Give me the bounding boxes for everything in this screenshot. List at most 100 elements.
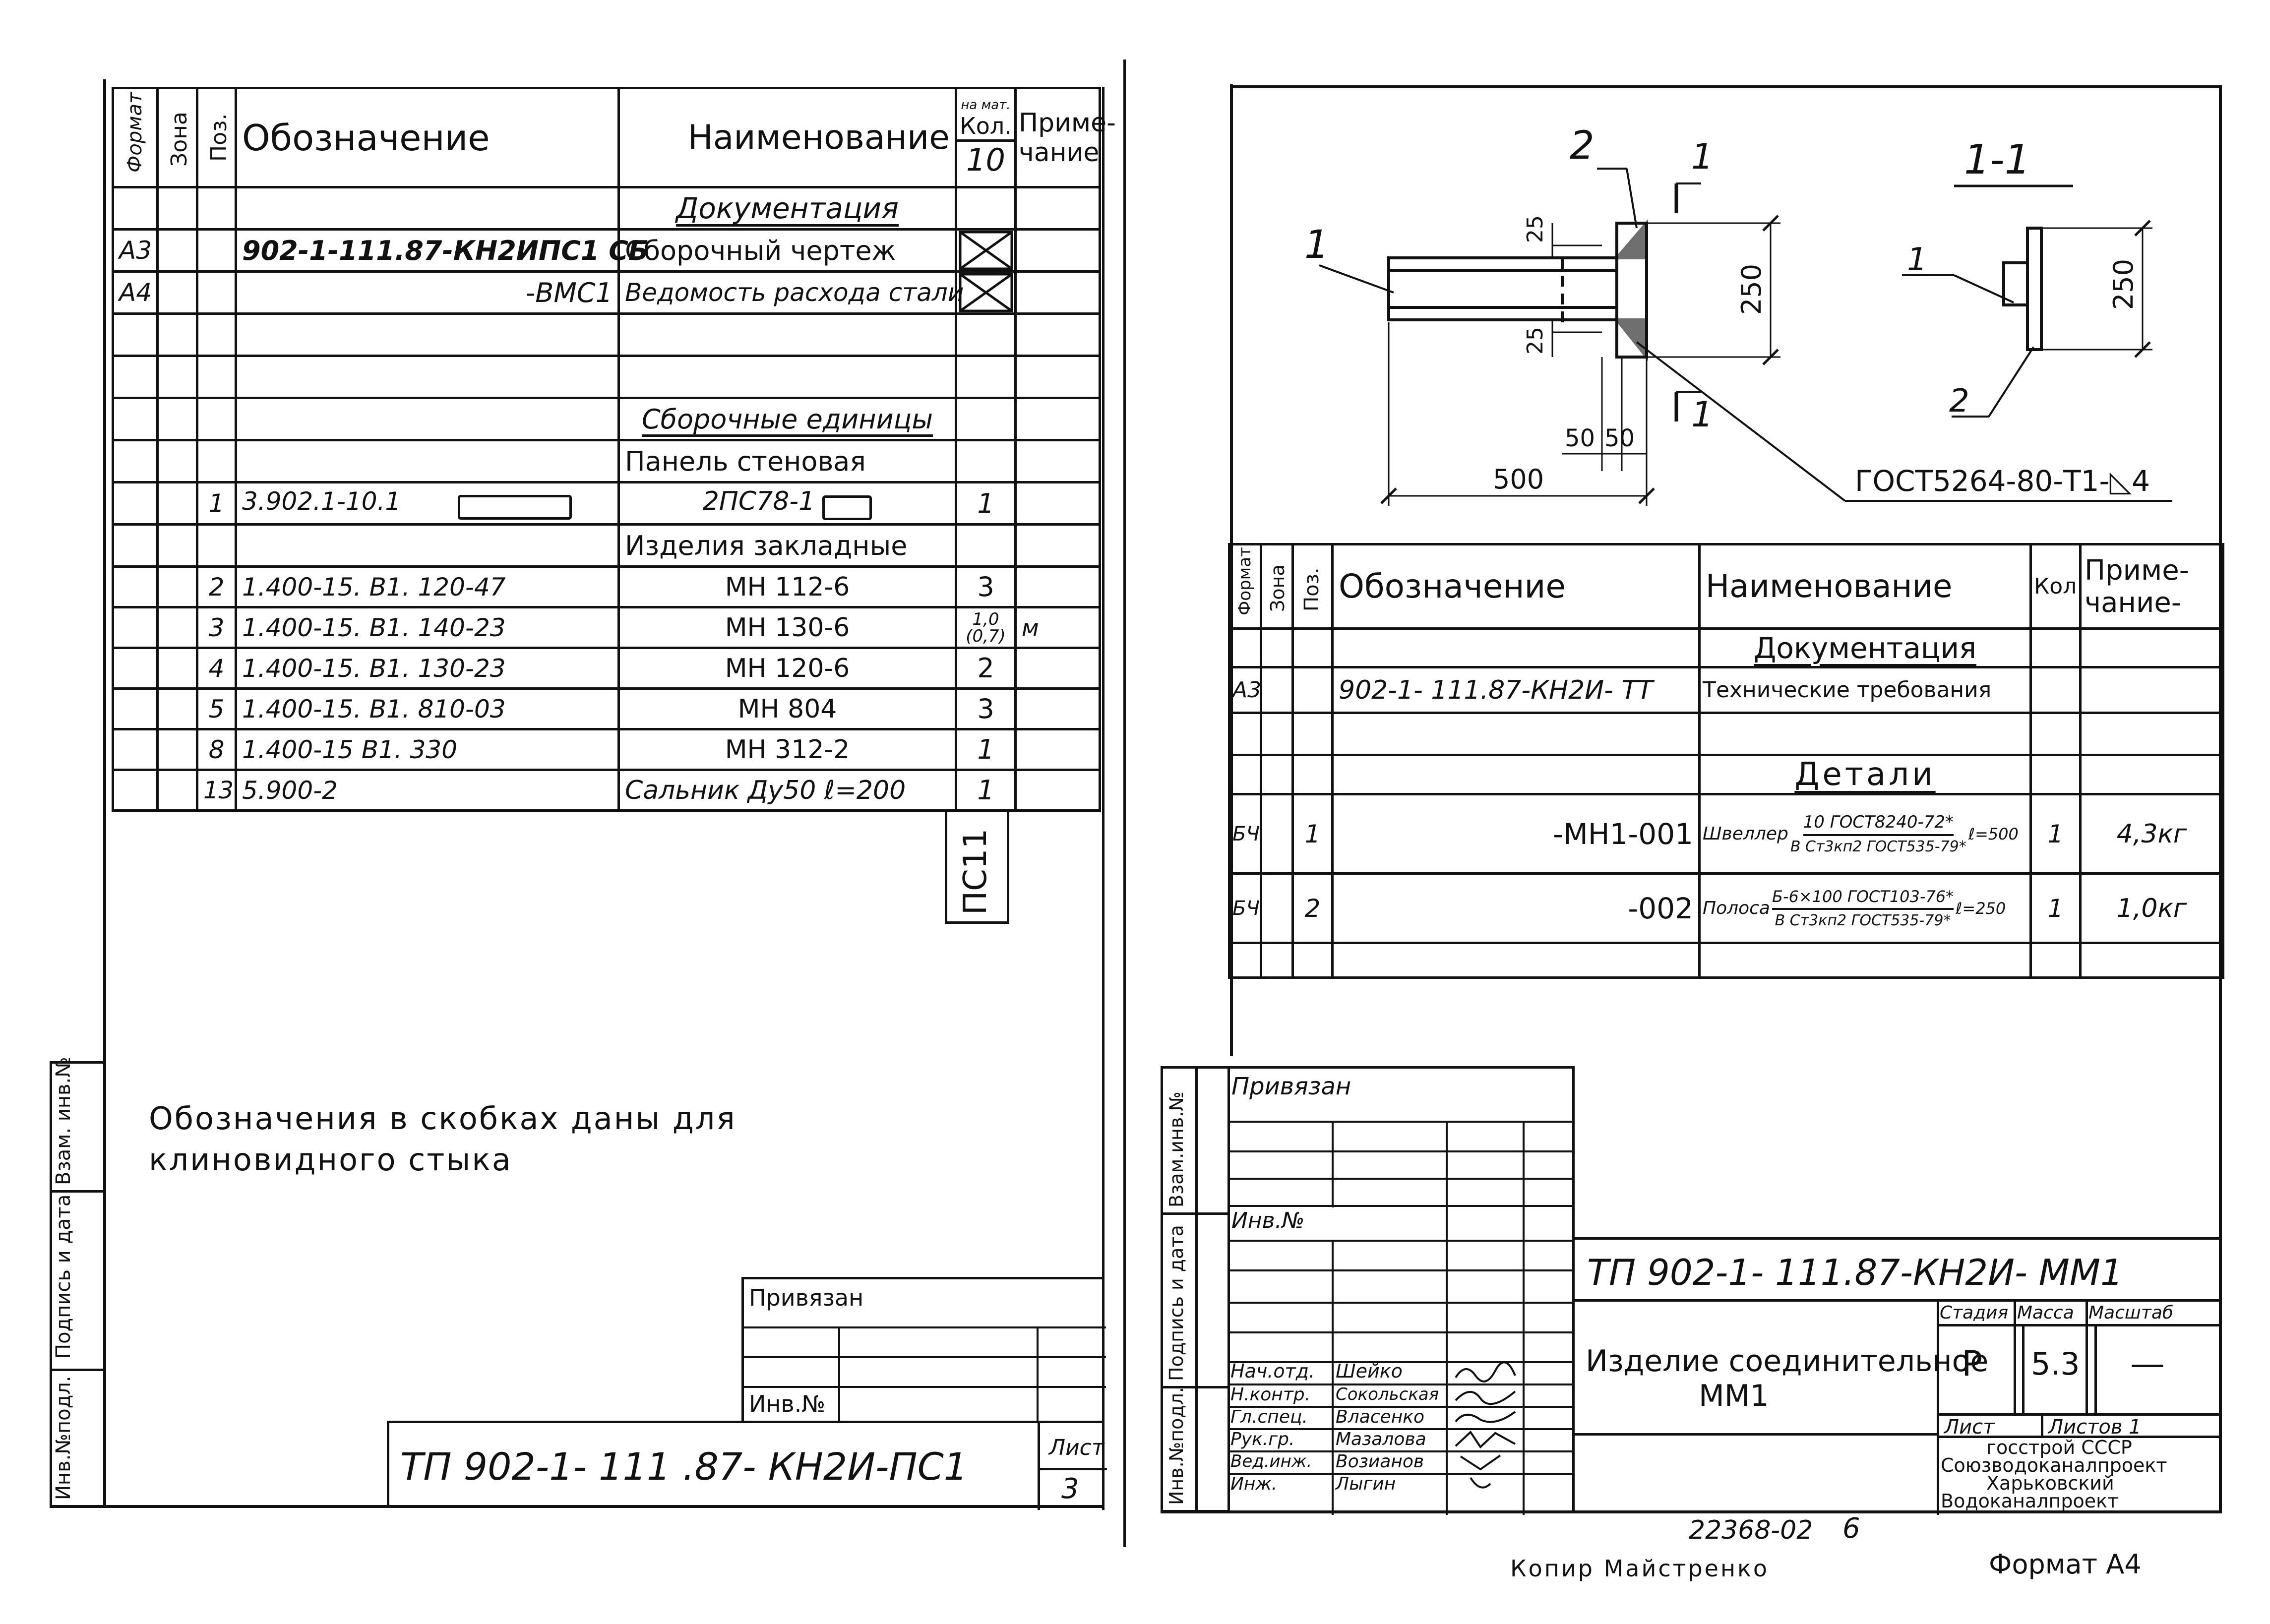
- row-note: 4,3кг: [2116, 819, 2187, 849]
- row-designation: 5.900-2: [242, 776, 338, 805]
- row-pos: 2: [1304, 894, 1321, 923]
- row-name-prefix: Полоса: [1703, 898, 1770, 918]
- scale-label: Масштаб: [2088, 1303, 2174, 1323]
- row-qty: 1: [977, 775, 994, 806]
- row-name: МН 112-6: [725, 572, 850, 602]
- left-stamp-privyazan: Привязан Инв.№: [741, 1277, 1106, 1423]
- right-side-label-inv: Инв.№подл.: [1166, 1386, 1187, 1505]
- row-designation: 1.400-15. В1. 120-47: [242, 572, 506, 601]
- title-people-table: Нач.отд. Шейко Н.контр. Сокольская Гл.сп…: [1227, 1359, 1575, 1512]
- row-designation: 1.400-15. В1. 810-03: [242, 694, 506, 723]
- row-name-top: Б-6×100 ГОСТ103-76*: [1772, 887, 1954, 910]
- title-privyazan-block: Привязан Инв.№: [1227, 1066, 1575, 1515]
- header-note-2: чание: [1019, 137, 1100, 168]
- section-channel: [2002, 261, 2027, 306]
- dimension-tick: [1762, 349, 1779, 365]
- row-qty: 3: [977, 571, 994, 602]
- title-code: ТП 902-1- 111.87-КН2И- ММ1: [1587, 1252, 2123, 1293]
- row-qty: 3: [977, 693, 994, 724]
- row-name: 2ПС78-1: [702, 486, 815, 517]
- row-name: Сборочный чертеж: [625, 235, 896, 266]
- section-documentation: Документация: [1754, 631, 1976, 665]
- header-qty-top: на мат.: [961, 97, 1011, 113]
- sheet-label: Лист: [1944, 1416, 1995, 1439]
- section-mark-top: 1: [1691, 136, 1714, 177]
- right-side-strip: Инв.№подл. Подпись и дата Взам.инв.№: [1161, 1066, 1230, 1512]
- dimension-tick: [1638, 487, 1655, 504]
- format-text: Формат А4: [1989, 1549, 2142, 1580]
- cross-mark-icon: [959, 231, 1013, 270]
- weld-bottom: [1613, 318, 1648, 361]
- left-side-label-inv: Инв.№подл.: [52, 1376, 75, 1500]
- row-pos: 13: [203, 776, 234, 804]
- row-format: А4: [119, 278, 152, 307]
- row-pos: 1: [208, 489, 225, 518]
- weld-top: [1613, 219, 1648, 259]
- header-name: Наименование: [687, 118, 950, 157]
- callout-1: 1: [1304, 223, 1329, 267]
- right-frame-bottom: [1161, 1510, 2222, 1513]
- dim-50-a: 50: [1565, 424, 1595, 452]
- note-line-1: Обозначения в скобках даны для: [149, 1100, 736, 1137]
- org-line: Водоканалпроект: [1941, 1490, 2119, 1512]
- header-qty-count: 10: [966, 141, 1005, 178]
- row-designation: 1.400-15. В1. 130-23: [242, 654, 506, 683]
- title-main-block: ТП 902-1- 111.87-КН2И- ММ1 Изделие соеди…: [1575, 1237, 2222, 1515]
- dimension-tick: [1380, 487, 1397, 504]
- right-side-label-sign: Подпись и дата: [1166, 1225, 1187, 1381]
- mass-label: Масса: [2017, 1303, 2074, 1323]
- left-side-strip: [50, 1061, 52, 1507]
- left-side-label-vzam: Взам. инв.№: [52, 1057, 75, 1185]
- header-zone: Зона: [1267, 564, 1288, 612]
- section-dim-250: 250: [2108, 259, 2139, 310]
- scale-value: —: [2130, 1343, 2165, 1384]
- signature-icon: [1470, 1477, 1491, 1489]
- copy-text: Копир Майстренко: [1510, 1555, 1769, 1582]
- person-role: Н.контр.: [1230, 1384, 1311, 1405]
- row-qty: 1: [2047, 819, 2064, 848]
- row-name-prefix: Швеллер: [1703, 824, 1788, 844]
- org-line: Союзводоканалпроект: [1941, 1454, 2167, 1476]
- row-name-top: 10 ГОСТ8240-72*: [1803, 812, 1954, 836]
- vertical-code: ПС11: [957, 828, 994, 915]
- header-zone: Зона: [167, 111, 192, 167]
- row-designation: -МН1-001: [1552, 817, 1693, 851]
- header-pos: Поз.: [1300, 567, 1323, 611]
- row-name-bottom: В Ст3кп2 ГОСТ535-79*: [1790, 838, 1966, 855]
- header-format: Формат: [123, 92, 146, 173]
- row-qty: 1: [977, 734, 994, 765]
- header-note-1: Приме-: [1019, 108, 1116, 138]
- row-designation: -ВМС1: [525, 277, 613, 308]
- signature-icon: [1455, 1430, 1516, 1449]
- technical-drawing: 1 2 1 1 25 25 250 50 50 500 1-1 250 1 2 …: [1304, 123, 2172, 506]
- weld-leader: [1636, 341, 1846, 502]
- leader-line: [1626, 168, 1638, 229]
- note-line-2: клиновидного стыка: [149, 1142, 512, 1178]
- signature-icon: [1455, 1411, 1516, 1423]
- person-name: Лыгин: [1336, 1474, 1396, 1494]
- callout-2: 2: [1570, 123, 1595, 168]
- person-row: Гл.спец. Власенко: [1227, 1406, 1575, 1430]
- person-row: Вед.инж. Возианов: [1227, 1450, 1575, 1475]
- right-frame-top: [1230, 85, 2222, 88]
- header-qty: Кол.: [957, 113, 1014, 142]
- person-row: Н.контр. Сокольская: [1227, 1383, 1575, 1408]
- doc-number: 22368-02: [1689, 1515, 1813, 1545]
- person-row: Рук.гр. Мазалова: [1227, 1428, 1575, 1452]
- person-role: Гл.спец.: [1230, 1407, 1308, 1427]
- section-documentation: Документация: [676, 191, 899, 225]
- left-spec-table: Формат Зона Поз. Обозначение Наименовани…: [112, 87, 1116, 812]
- row-name-bottom: В Ст3кп2 ГОСТ535-79*: [1775, 912, 1951, 929]
- fold-line: [1123, 60, 1126, 1547]
- page-number: 6: [1842, 1512, 1860, 1545]
- leader-line: [1319, 264, 1394, 294]
- section-assembly-units: Сборочные единицы: [641, 403, 933, 435]
- row-note: 1,0кг: [2116, 893, 2187, 923]
- person-row: Инж. Лыгин: [1227, 1473, 1575, 1495]
- plate-strip: [1615, 222, 1648, 359]
- dim-25-top: 25: [1523, 215, 1548, 243]
- rect-symbol: [458, 495, 572, 520]
- header-designation: Обозначение: [242, 117, 490, 159]
- right-side-label-vzam: Взам.инв.№: [1166, 1091, 1187, 1207]
